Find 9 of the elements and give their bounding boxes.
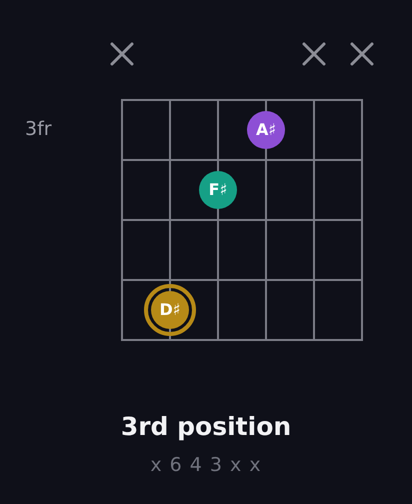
- fingering-text: x 6 4 3 x x: [149, 454, 263, 476]
- note-dot: [199, 171, 237, 209]
- note-name: A♯: [256, 122, 276, 138]
- note-name: D♯: [159, 302, 181, 318]
- chord-title: 3rd position: [120, 412, 292, 441]
- note-dot: [247, 111, 285, 149]
- root-note-dot: [144, 284, 196, 336]
- fret-number: 3fr: [25, 118, 52, 140]
- note-name: F♯: [208, 182, 228, 198]
